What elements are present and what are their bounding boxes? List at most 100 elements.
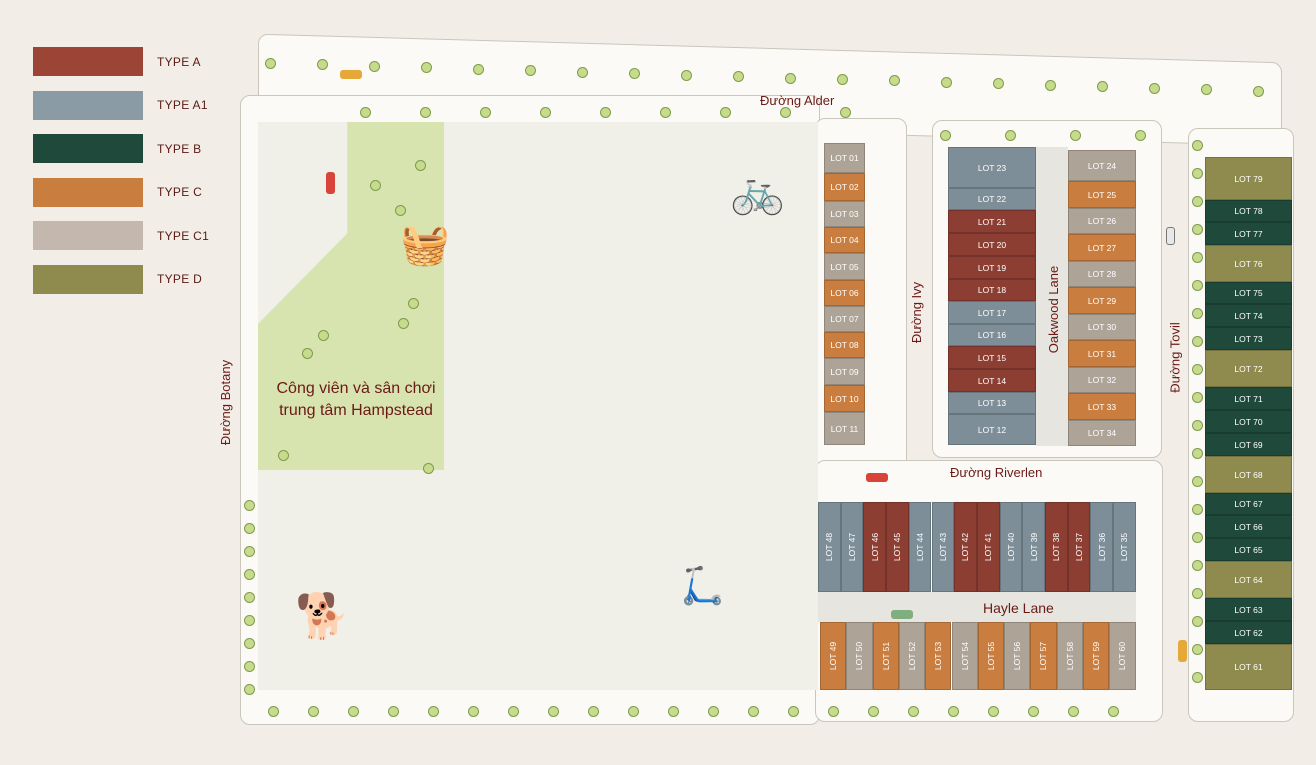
street-ivy[interactable]: Đường Ivy [909,281,925,344]
lot-56[interactable]: LOT 56 [1004,622,1031,690]
lot-50[interactable]: LOT 50 [846,622,873,690]
lot-72[interactable]: LOT 72 [1205,350,1292,387]
lot-74[interactable]: LOT 74 [1205,304,1292,327]
lot-54[interactable]: LOT 54 [951,622,978,690]
lot-49[interactable]: LOT 49 [820,622,847,690]
lot-65[interactable]: LOT 65 [1205,538,1292,561]
lot-79[interactable]: LOT 79 [1205,157,1292,200]
lot-37[interactable]: LOT 37 [1067,502,1091,592]
lot-06[interactable]: LOT 06 [824,280,865,306]
lot-34[interactable]: LOT 34 [1068,420,1136,446]
lot-68[interactable]: LOT 68 [1205,456,1292,493]
lot-32[interactable]: LOT 32 [1068,367,1136,393]
lot-46[interactable]: LOT 46 [863,502,887,592]
lot-07[interactable]: LOT 07 [824,306,865,332]
lot-09[interactable]: LOT 09 [824,358,865,385]
lot-39[interactable]: LOT 39 [1022,502,1045,592]
lot-64[interactable]: LOT 64 [1205,561,1292,598]
lot-28[interactable]: LOT 28 [1068,261,1136,287]
lot-45[interactable]: LOT 45 [886,502,909,592]
lot-40[interactable]: LOT 40 [999,502,1023,592]
lot-73[interactable]: LOT 73 [1205,327,1292,350]
lot-55[interactable]: LOT 55 [977,622,1005,690]
lot-08[interactable]: LOT 08 [824,332,865,358]
lot-52[interactable]: LOT 52 [898,622,926,690]
lot-35[interactable]: LOT 35 [1113,502,1136,592]
lot-04[interactable]: LOT 04 [824,227,865,253]
lot-02[interactable]: LOT 02 [824,173,865,201]
legend-item[interactable]: TYPE A1 [33,90,208,120]
street-tovil[interactable]: Đường Tovil [1167,322,1183,393]
lot-23[interactable]: LOT 23 [948,147,1036,188]
lot-41[interactable]: LOT 41 [976,502,1000,592]
lot-27[interactable]: LOT 27 [1068,234,1136,261]
lot-12[interactable]: LOT 12 [948,414,1036,445]
lot-label: LOT 32 [1087,375,1117,385]
lot-29[interactable]: LOT 29 [1068,287,1136,314]
lot-11[interactable]: LOT 11 [824,412,865,445]
lot-21[interactable]: LOT 21 [948,210,1036,233]
street-oakwood[interactable]: Oakwood Lane [1046,265,1062,354]
lot-33[interactable]: LOT 33 [1068,393,1136,420]
lot-36[interactable]: LOT 36 [1090,502,1114,592]
scooter-illustration: 🛴 [680,565,725,606]
lot-69[interactable]: LOT 69 [1205,433,1292,456]
lot-05[interactable]: LOT 05 [824,253,865,280]
lot-22[interactable]: LOT 22 [948,188,1036,210]
lot-20[interactable]: LOT 20 [948,233,1036,256]
lot-61[interactable]: LOT 61 [1205,644,1292,690]
lot-57[interactable]: LOT 57 [1030,622,1057,690]
street-riverlen[interactable]: Đường Riverlen [950,465,1043,480]
lot-label: LOT 09 [830,366,859,377]
lot-47[interactable]: LOT 47 [840,502,864,592]
lot-label: LOT 02 [830,182,859,192]
lot-13[interactable]: LOT 13 [948,392,1036,414]
lot-19[interactable]: LOT 19 [948,256,1036,279]
lot-10[interactable]: LOT 10 [824,385,865,412]
lot-58[interactable]: LOT 58 [1056,622,1083,690]
lot-66[interactable]: LOT 66 [1205,515,1292,538]
legend-item[interactable]: TYPE C1 [33,221,209,250]
legend-item[interactable]: TYPE D [33,264,202,294]
lot-24[interactable]: LOT 24 [1068,150,1136,181]
lot-16[interactable]: LOT 16 [948,324,1036,346]
tree-icon [1192,420,1203,431]
lot-label: LOT 78 [1234,206,1263,216]
lot-43[interactable]: LOT 43 [931,502,955,592]
lot-78[interactable]: LOT 78 [1205,200,1292,222]
lot-25[interactable]: LOT 25 [1068,181,1136,208]
street-botany[interactable]: Đường Botany [218,359,234,446]
lot-31[interactable]: LOT 31 [1068,340,1136,367]
lot-63[interactable]: LOT 63 [1205,598,1292,621]
legend-item[interactable]: TYPE C [33,177,202,207]
lot-51[interactable]: LOT 51 [872,622,899,690]
legend-item[interactable]: TYPE B [33,134,201,163]
street-hayle[interactable]: Hayle Lane [983,600,1054,616]
lot-label: LOT 12 [977,424,1007,435]
lot-71[interactable]: LOT 71 [1205,387,1292,410]
lot-03[interactable]: LOT 03 [824,201,865,227]
lot-75[interactable]: LOT 75 [1205,282,1292,304]
lot-48[interactable]: LOT 48 [818,502,841,592]
lot-17[interactable]: LOT 17 [948,301,1036,324]
lot-77[interactable]: LOT 77 [1205,222,1292,245]
lot-15[interactable]: LOT 15 [948,346,1036,369]
lot-14[interactable]: LOT 14 [948,369,1036,392]
street-alder[interactable]: Đường Alder [760,93,835,108]
lot-18[interactable]: LOT 18 [948,279,1036,301]
lot-62[interactable]: LOT 62 [1205,621,1292,644]
lot-42[interactable]: LOT 42 [954,502,977,592]
lot-60[interactable]: LOT 60 [1109,622,1136,690]
lot-30[interactable]: LOT 30 [1068,314,1136,340]
lot-38[interactable]: LOT 38 [1045,502,1068,592]
lot-44[interactable]: LOT 44 [908,502,932,592]
lot-53[interactable]: LOT 53 [925,622,952,690]
lot-76[interactable]: LOT 76 [1205,245,1292,282]
lot-26[interactable]: LOT 26 [1068,208,1136,234]
lot-70[interactable]: LOT 70 [1205,410,1292,433]
lot-01[interactable]: LOT 01 [824,143,865,173]
lot-label: LOT 13 [977,398,1007,408]
lot-59[interactable]: LOT 59 [1083,622,1110,690]
legend-item[interactable]: TYPE A [33,47,201,76]
lot-67[interactable]: LOT 67 [1205,493,1292,515]
